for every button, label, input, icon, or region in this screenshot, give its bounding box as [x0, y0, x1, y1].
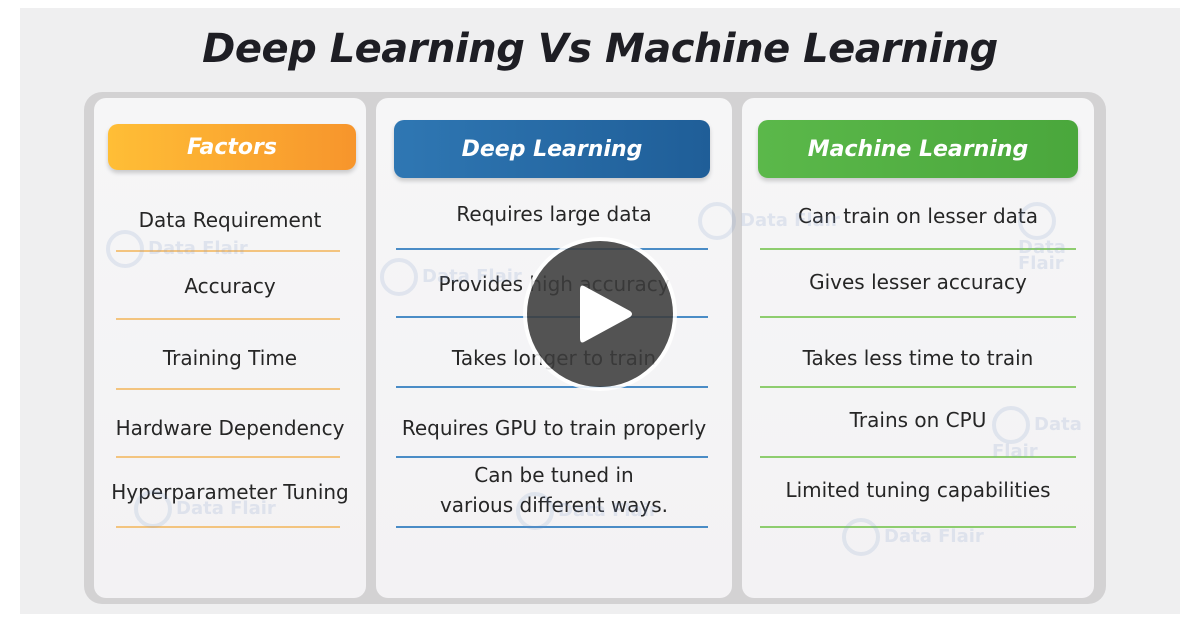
row-divider [116, 456, 340, 458]
comparison-table: Factors Data Requirement Accuracy Traini… [84, 92, 1106, 604]
deep-learning-header: Deep Learning [394, 120, 710, 178]
row-divider [116, 526, 340, 528]
row-divider [116, 250, 340, 252]
machine-learning-training-time: Takes less time to train [802, 346, 1034, 370]
row-divider [116, 388, 340, 390]
play-icon [580, 285, 632, 343]
factor-data-requirement: Data Requirement [138, 208, 322, 232]
watermark-logo: Data Flair [106, 230, 248, 268]
machine-learning-hardware: Trains on CPU [849, 408, 987, 432]
infographic-canvas: Deep Learning Vs Machine Learning Factor… [20, 8, 1180, 614]
row-divider [116, 318, 340, 320]
watermark-logo: Data Flair [134, 490, 276, 528]
factor-accuracy: Accuracy [184, 274, 276, 298]
row-divider [396, 456, 708, 458]
watermark-logo: Data Flair [992, 406, 1094, 461]
row-divider [760, 456, 1076, 458]
row-divider [760, 386, 1076, 388]
watermark-logo: Data Flair [698, 202, 840, 240]
page-title: Deep Learning Vs Machine Learning [202, 26, 998, 72]
factor-training-time: Training Time [162, 346, 298, 370]
watermark-logo: Data Flair [380, 258, 522, 296]
machine-learning-data: Can train on lesser data [797, 204, 1039, 228]
row-divider [760, 316, 1076, 318]
factors-header: Factors [108, 124, 356, 170]
machine-learning-header: Machine Learning [758, 120, 1078, 178]
row-divider [396, 248, 708, 250]
machine-learning-tuning: Limited tuning capabilities [785, 478, 1051, 502]
row-divider [396, 386, 708, 388]
deep-learning-hardware: Requires GPU to train properly [401, 416, 707, 440]
machine-learning-column: Machine Learning Can train on lesser dat… [698, 98, 1094, 598]
watermark-logo: Data Flair [842, 518, 984, 556]
factor-hardware-dependency: Hardware Dependency [115, 416, 345, 440]
deep-learning-data: Requires large data [456, 202, 652, 226]
machine-learning-accuracy: Gives lesser accuracy [809, 270, 1027, 294]
watermark-logo: Data Flair [1018, 202, 1094, 273]
play-button[interactable] [527, 241, 673, 387]
row-divider [760, 526, 1076, 528]
row-divider [396, 526, 708, 528]
row-divider [760, 248, 1076, 250]
watermark-logo: Data Flair [516, 492, 658, 530]
factors-column: Factors Data Requirement Accuracy Traini… [94, 98, 366, 598]
deep-learning-tuning: Can be tuned in various different ways. [439, 463, 669, 517]
